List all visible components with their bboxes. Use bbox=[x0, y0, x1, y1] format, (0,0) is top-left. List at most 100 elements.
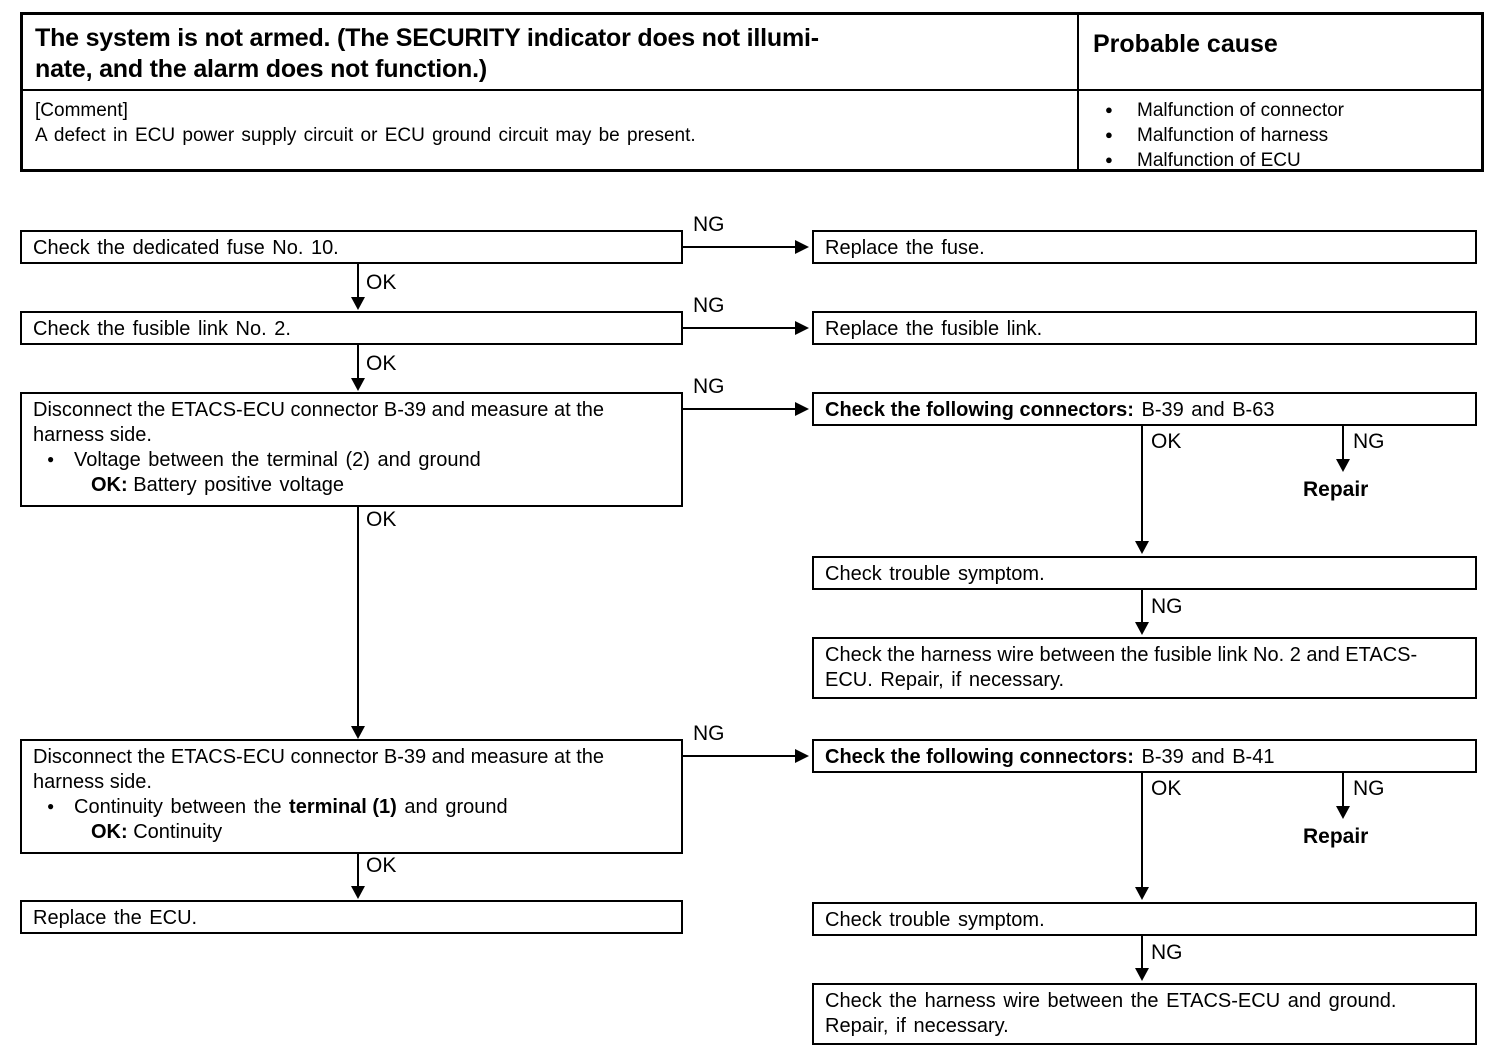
arrow-down-ok-right-a bbox=[1135, 541, 1149, 554]
connector-line-ng-3 bbox=[683, 408, 797, 410]
measure-voltage-bullet-text: Voltage between the terminal (2) and gro… bbox=[74, 449, 481, 471]
connector-line-ng-1 bbox=[683, 246, 797, 248]
flow-box-measure-voltage: Disconnect the ETACS-ECU connector B-39 … bbox=[20, 392, 683, 507]
measure-voltage-bullet: Voltage between the terminal (2) and gro… bbox=[33, 447, 673, 473]
arrow-down-ng-right-b bbox=[1336, 806, 1350, 819]
arrow-down-ng-right-a2 bbox=[1135, 622, 1149, 635]
probable-cause-list: Malfunction of connector Malfunction of … bbox=[1093, 97, 1471, 173]
connector-line-ok-right-b bbox=[1141, 773, 1143, 889]
list-item: Malfunction of ECU bbox=[1093, 147, 1471, 173]
flow-box-replace-fuse: Replace the fuse. bbox=[812, 230, 1477, 264]
flow-box-replace-fuse-text: Replace the fuse. bbox=[825, 237, 985, 259]
flow-box-replace-fusible-link-text: Replace the fusible link. bbox=[825, 318, 1043, 340]
comment-cell: [Comment] A defect in ECU power supply c… bbox=[23, 89, 1077, 169]
harness-b-line1: Check the harness wire between the ETACS… bbox=[825, 990, 1397, 1012]
connector-line-ok-4 bbox=[357, 854, 359, 888]
arrow-right-ng-2 bbox=[795, 321, 809, 335]
connector-line-ok-2 bbox=[357, 345, 359, 380]
measure-voltage-ok: OK: Battery positive voltage bbox=[33, 473, 673, 498]
edge-label-ng-1: NG bbox=[693, 213, 725, 236]
flow-box-check-fusible-link-text: Check the fusible link No. 2. bbox=[33, 318, 291, 340]
comment-text: A defect in ECU power supply circuit or … bbox=[35, 125, 696, 146]
symptom-title-cell: The system is not armed. (The SECURITY i… bbox=[23, 15, 1077, 89]
flow-box-replace-ecu: Replace the ECU. bbox=[20, 900, 683, 934]
arrow-right-ng-1 bbox=[795, 240, 809, 254]
probable-cause-header-cell: Probable cause bbox=[1077, 15, 1481, 89]
check-connectors-a-value: B-39 and B-63 bbox=[1133, 399, 1275, 421]
connector-line-ok-3 bbox=[357, 507, 359, 729]
edge-label-ng-4: NG bbox=[693, 722, 725, 745]
connector-line-ng-right-b2 bbox=[1141, 936, 1143, 970]
measure-continuity-ok-label: OK: bbox=[91, 821, 128, 843]
measure-voltage-line1: Disconnect the ETACS-ECU connector B-39 … bbox=[33, 399, 605, 421]
edge-label-ok-3: OK bbox=[366, 508, 397, 531]
measure-continuity-ok: OK: Continuity bbox=[33, 820, 673, 845]
arrow-down-ng-right-a bbox=[1336, 459, 1350, 472]
arrow-right-ng-4 bbox=[795, 749, 809, 763]
edge-label-ok-4: OK bbox=[366, 854, 397, 877]
flow-box-replace-ecu-text: Replace the ECU. bbox=[33, 907, 198, 929]
probable-cause-title: Probable cause bbox=[1093, 30, 1278, 58]
comment-label: [Comment] bbox=[35, 100, 128, 121]
measure-continuity-bullet: Continuity between the terminal (1) and … bbox=[33, 794, 673, 820]
flow-box-check-fusible-link: Check the fusible link No. 2. bbox=[20, 311, 683, 345]
measure-continuity-line2: harness side. bbox=[33, 771, 152, 793]
measure-continuity-bullet-post: and ground bbox=[396, 796, 508, 818]
flow-box-trouble-symptom-a-text: Check trouble symptom. bbox=[825, 563, 1045, 585]
connector-line-ng-right-a bbox=[1342, 426, 1344, 462]
check-connectors-b-label: Check the following connectors: bbox=[825, 746, 1134, 768]
flow-box-check-fuse: Check the dedicated fuse No. 10. bbox=[20, 230, 683, 264]
flow-box-harness-fusible-link-ecu: Check the harness wire between the fusib… bbox=[812, 637, 1477, 699]
flow-box-harness-ecu-ground: Check the harness wire between the ETACS… bbox=[812, 983, 1477, 1045]
flow-box-check-connectors-b39-b41: Check the following connectors: B-39 and… bbox=[812, 739, 1477, 773]
symptom-header-table: The system is not armed. (The SECURITY i… bbox=[20, 12, 1484, 172]
measure-continuity-ok-value: Continuity bbox=[133, 821, 223, 843]
flow-box-replace-fusible-link: Replace the fusible link. bbox=[812, 311, 1477, 345]
edge-label-ok-right-b: OK bbox=[1151, 777, 1182, 800]
harness-b-line2: Repair, if necessary. bbox=[825, 1015, 1009, 1037]
arrow-down-ng-right-b2 bbox=[1135, 968, 1149, 981]
repair-label-b: Repair bbox=[1303, 825, 1369, 848]
connector-line-ok-right-a bbox=[1141, 426, 1143, 543]
edge-label-ng-right-b2: NG bbox=[1151, 941, 1183, 964]
connector-line-ng-4 bbox=[683, 755, 797, 757]
measure-voltage-ok-label: OK: bbox=[91, 474, 128, 496]
connector-line-ng-2 bbox=[683, 327, 797, 329]
arrow-down-ok-2 bbox=[351, 378, 365, 391]
check-connectors-b-value: B-39 and B-41 bbox=[1133, 746, 1275, 768]
arrow-down-ok-right-b bbox=[1135, 887, 1149, 900]
probable-cause-list-cell: Malfunction of connector Malfunction of … bbox=[1077, 89, 1481, 172]
flow-box-measure-continuity: Disconnect the ETACS-ECU connector B-39 … bbox=[20, 739, 683, 854]
edge-label-ng-right-a: NG bbox=[1353, 430, 1385, 453]
measure-continuity-line1: Disconnect the ETACS-ECU connector B-39 … bbox=[33, 746, 605, 768]
harness-a-line2: ECU. Repair, if necessary. bbox=[825, 669, 1065, 691]
edge-label-ok-right-a: OK bbox=[1151, 430, 1182, 453]
measure-voltage-line2: harness side. bbox=[33, 424, 152, 446]
flow-box-trouble-symptom-b-text: Check trouble symptom. bbox=[825, 909, 1045, 931]
symptom-title-line1: The system is not armed. (The SECURITY i… bbox=[35, 24, 819, 52]
edge-label-ng-right-b: NG bbox=[1353, 777, 1385, 800]
arrow-down-ok-1 bbox=[351, 297, 365, 310]
connector-line-ok-1 bbox=[357, 264, 359, 299]
arrow-down-ok-4 bbox=[351, 886, 365, 899]
flow-box-check-fuse-text: Check the dedicated fuse No. 10. bbox=[33, 237, 339, 259]
edge-label-ok-1: OK bbox=[366, 271, 397, 294]
connector-line-ng-right-a2 bbox=[1141, 590, 1143, 624]
list-item: Malfunction of harness bbox=[1093, 122, 1471, 148]
harness-a-line1: Check the harness wire between the fusib… bbox=[825, 644, 1418, 666]
flow-box-trouble-symptom-b: Check trouble symptom. bbox=[812, 902, 1477, 936]
edge-label-ok-2: OK bbox=[366, 352, 397, 375]
flow-box-check-connectors-b39-b63: Check the following connectors: B-39 and… bbox=[812, 392, 1477, 426]
edge-label-ng-3: NG bbox=[693, 375, 725, 398]
measure-continuity-bullet-pre: Continuity between the bbox=[74, 796, 290, 818]
edge-label-ng-right-a2: NG bbox=[1151, 595, 1183, 618]
flow-box-trouble-symptom-a: Check trouble symptom. bbox=[812, 556, 1477, 590]
measure-voltage-ok-value: Battery positive voltage bbox=[133, 474, 345, 496]
symptom-title-line2: nate, and the alarm does not function.) bbox=[35, 55, 487, 83]
edge-label-ng-2: NG bbox=[693, 294, 725, 317]
arrow-down-ok-3 bbox=[351, 726, 365, 739]
connector-line-ng-right-b bbox=[1342, 773, 1344, 809]
repair-label-a: Repair bbox=[1303, 478, 1369, 501]
measure-continuity-bullet-bold: terminal (1) bbox=[289, 796, 397, 818]
check-connectors-a-label: Check the following connectors: bbox=[825, 399, 1134, 421]
